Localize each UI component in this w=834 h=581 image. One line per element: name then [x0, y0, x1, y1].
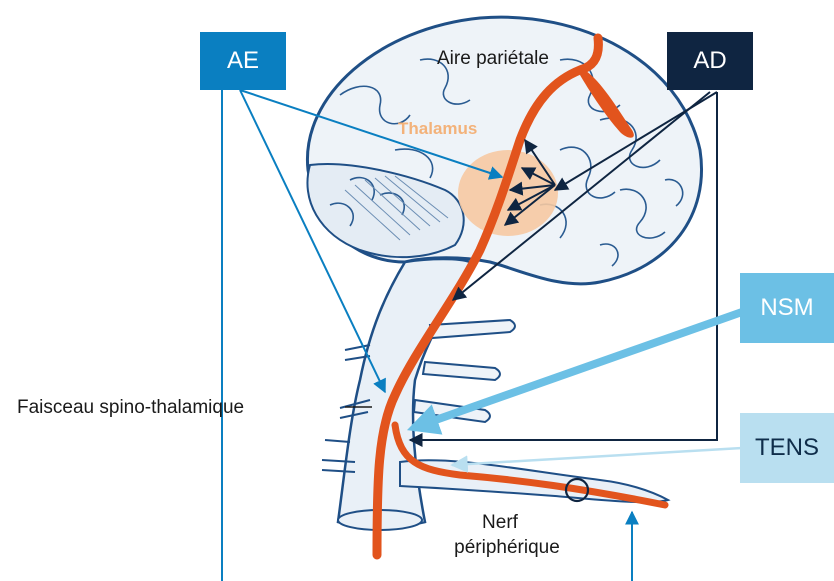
thalamus-label: Thalamus — [398, 119, 477, 139]
nsm-tag-label: NSM — [760, 294, 813, 322]
ad-tag: AD — [667, 32, 753, 90]
ad-tag-label: AD — [693, 47, 726, 75]
tens-arrow — [452, 448, 742, 465]
faisceau-label: Faisceau spino-thalamique — [17, 397, 244, 419]
nerf-label-line1: Nerf — [470, 512, 530, 534]
nerf-label-line2: périphérique — [452, 537, 562, 559]
aire-parietale-label: Aire pariétale — [437, 48, 549, 70]
tens-tag-label: TENS — [755, 434, 819, 462]
ae-tag-label: AE — [227, 47, 259, 75]
nsm-tag: NSM — [740, 273, 834, 343]
tens-tag: TENS — [740, 413, 834, 483]
ae-tag: AE — [200, 32, 286, 90]
